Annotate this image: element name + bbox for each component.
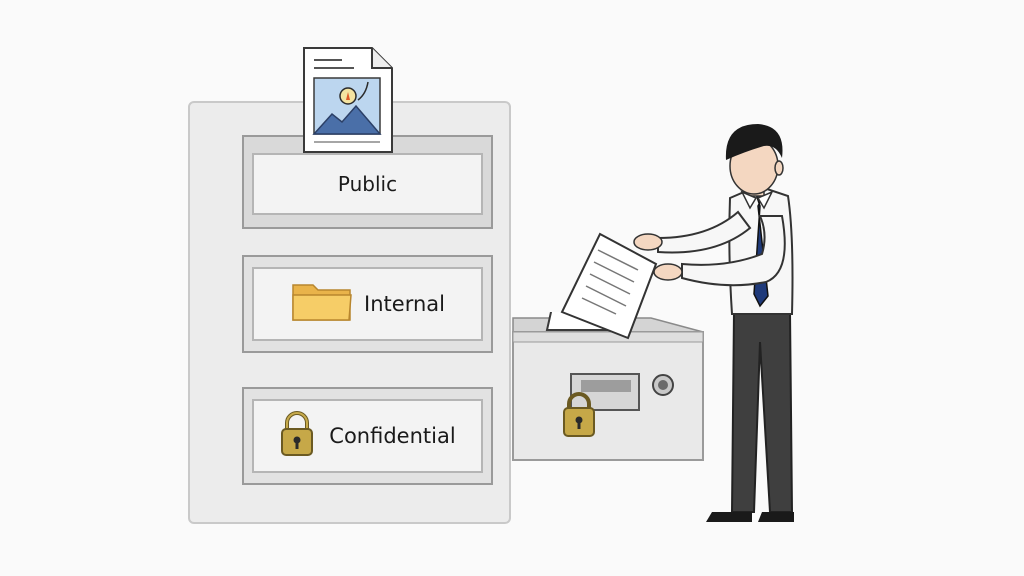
padlock-icon [279,410,315,462]
drawer-internal-face[interactable]: Internal [252,267,483,341]
image-document [303,47,393,153]
drawer-internal[interactable]: Internal [242,255,493,353]
filing-cabinet: Public Internal [188,101,511,524]
drawer-internal-label: Internal [364,292,445,316]
drawer-confidential-label: Confidential [329,424,456,448]
paper-document [560,232,658,340]
padlock-icon [563,392,595,437]
drawer-public-label: Public [337,172,398,196]
office-worker [560,124,794,522]
drawer-public-face[interactable]: Public [252,153,483,215]
drawer-confidential-face[interactable]: Confidential [252,399,483,473]
open-drawer[interactable] [511,312,705,462]
folder-icon [290,281,354,327]
drawer-confidential[interactable]: Confidential [242,387,493,485]
